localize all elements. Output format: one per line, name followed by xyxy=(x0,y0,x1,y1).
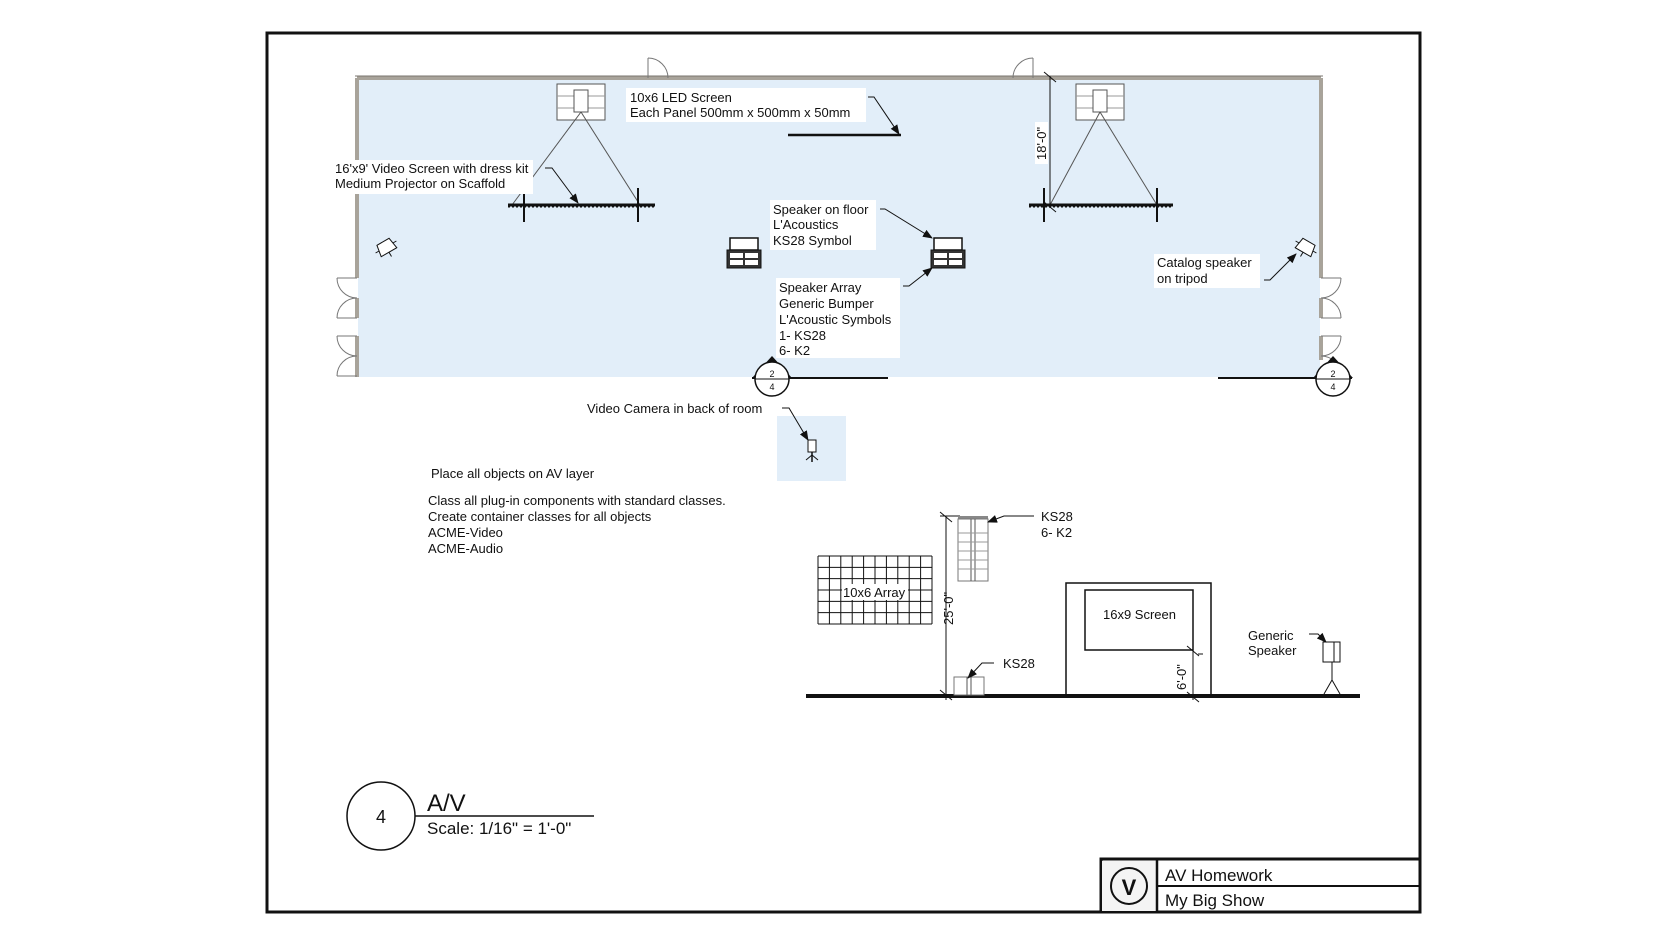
dimension-18ft-label: 18'-0" xyxy=(1034,126,1049,160)
show-title: My Big Show xyxy=(1165,891,1265,910)
callout-catalog-line1: Catalog speaker xyxy=(1157,255,1252,270)
callout-led-line2: Each Panel 500mm x 500mm x 50mm xyxy=(630,105,850,120)
door-top-left xyxy=(647,57,669,79)
floor-plan: 18'-0" 10x6 LED Screen Each Panel 500mm … xyxy=(333,57,1353,481)
callout-generic-line1: Generic xyxy=(1248,628,1294,643)
callout-camera: Video Camera in back of room xyxy=(587,401,809,441)
ks28-floor-speaker-left xyxy=(726,237,762,269)
callout-array-line2: Generic Bumper xyxy=(779,296,874,311)
callout-ks28-k2: KS28 6- K2 xyxy=(987,509,1073,540)
ks28-ground-speaker xyxy=(953,676,985,696)
note-av-layer: Place all objects on AV layer xyxy=(431,466,595,481)
title-block: V AV Homework My Big Show xyxy=(1099,857,1422,914)
drawing-name: A/V xyxy=(427,790,466,817)
projector-scaffold-right xyxy=(1049,83,1158,206)
section-marker-right-bottom: 4 xyxy=(1330,382,1335,392)
ks28-k2-hanging-array xyxy=(957,516,989,582)
led-array-label: 10x6 Array xyxy=(843,585,906,600)
sheet-border xyxy=(265,31,1422,914)
callout-camera-text: Video Camera in back of room xyxy=(587,401,762,416)
vectorworks-logo-icon xyxy=(1110,867,1148,905)
callout-floor-line3: KS28 Symbol xyxy=(773,233,852,248)
video-screen-right xyxy=(1029,188,1173,222)
section-marker-right-top: 2 xyxy=(1330,369,1335,379)
callout-array-line4: 1- KS28 xyxy=(779,328,826,343)
dimension-6ft: 6'-0" xyxy=(1174,645,1203,703)
tripod-speaker-right xyxy=(1294,237,1317,258)
drawing-scale: Scale: 1/16" = 1'-0" xyxy=(427,819,571,838)
door-top-right xyxy=(1012,57,1034,79)
video-screen-left xyxy=(508,188,655,222)
note-line-1: Class all plug-in components with standa… xyxy=(428,493,726,508)
double-door-left xyxy=(336,277,358,377)
callout-ks28: KS28 xyxy=(967,656,1035,679)
screen-frame-elevation: 16x9 Screen xyxy=(1065,582,1212,696)
section-marker-right: 2 4 xyxy=(1313,356,1353,397)
note-line-2: Create container classes for all objects xyxy=(428,509,652,524)
elevation-view: 10x6 Array 25'-0" KS28 6- K2 xyxy=(806,509,1360,703)
generic-speaker-tripod xyxy=(1322,641,1341,695)
projector-scaffold-left xyxy=(511,83,641,206)
section-marker-left-top: 2 xyxy=(769,369,774,379)
callout-speaker-array: Speaker Array Generic Bumper L'Acoustic … xyxy=(776,267,933,358)
tripod-speaker-left xyxy=(375,237,398,258)
callout-led-line1: 10x6 LED Screen xyxy=(630,90,732,105)
callout-video-screen: 16'x9' Video Screen with dress kit Mediu… xyxy=(333,160,579,204)
section-marker-left: 2 4 xyxy=(752,356,792,397)
callout-video-line2: Medium Projector on Scaffold xyxy=(335,176,505,191)
callout-catalog-speaker: Catalog speaker on tripod xyxy=(1154,253,1297,288)
section-marker-left-bottom: 4 xyxy=(769,382,774,392)
callout-led-screen: 10x6 LED Screen Each Panel 500mm x 500mm… xyxy=(626,88,900,135)
callout-floor-line2: L'Acoustics xyxy=(773,217,839,232)
callout-ks28-text: KS28 xyxy=(1003,656,1035,671)
dimension-25ft-label: 25'-0" xyxy=(941,591,956,625)
notes: Place all objects on AV layer Class all … xyxy=(428,466,726,556)
callout-generic-line2: Speaker xyxy=(1248,643,1297,658)
dimension-6ft-label: 6'-0" xyxy=(1174,664,1189,690)
callout-array-line1: Speaker Array xyxy=(779,280,862,295)
note-line-4: ACME-Audio xyxy=(428,541,503,556)
project-title: AV Homework xyxy=(1165,866,1273,885)
dimension-25ft: 25'-0" xyxy=(939,511,960,701)
drawing-title: 4 A/V Scale: 1/16" = 1'-0" xyxy=(346,781,594,851)
callout-generic-speaker: Generic Speaker xyxy=(1248,628,1327,658)
logo-letter: V xyxy=(1122,875,1137,900)
callout-ks28-k2-line1: KS28 xyxy=(1041,509,1073,524)
callout-catalog-line2: on tripod xyxy=(1157,271,1208,286)
callout-array-line5: 6- K2 xyxy=(779,343,810,358)
callout-video-line1: 16'x9' Video Screen with dress kit xyxy=(335,161,529,176)
dimension-18ft: 18'-0" xyxy=(1034,71,1057,213)
drawing-number: 4 xyxy=(376,807,386,827)
note-line-3: ACME-Video xyxy=(428,525,503,540)
callout-floor-line1: Speaker on floor xyxy=(773,202,869,217)
ks28-floor-speaker-right xyxy=(930,237,966,269)
screen-label: 16x9 Screen xyxy=(1103,607,1176,622)
video-camera xyxy=(805,439,819,462)
callout-speaker-floor: Speaker on floor L'Acoustics KS28 Symbol xyxy=(770,200,933,250)
callout-array-line3: L'Acoustic Symbols xyxy=(779,312,892,327)
callout-ks28-k2-line2: 6- K2 xyxy=(1041,525,1072,540)
